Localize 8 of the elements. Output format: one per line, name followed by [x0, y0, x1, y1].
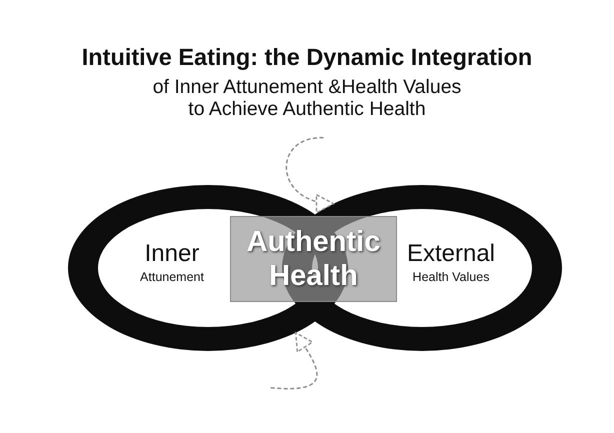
title: Intuitive Eating: the Dynamic Integration [82, 43, 532, 71]
ring-subtext: Health Values [412, 270, 490, 285]
curved-arrow [270, 332, 318, 390]
ring-heading: Inner [144, 240, 200, 268]
curved-arrow [286, 136, 334, 212]
subtitle: of Inner Attunement &Health Values to Achieve Authentic Health [152, 76, 462, 120]
ring-subtext: Attunement [140, 270, 204, 285]
ring-heading: External [406, 240, 496, 268]
